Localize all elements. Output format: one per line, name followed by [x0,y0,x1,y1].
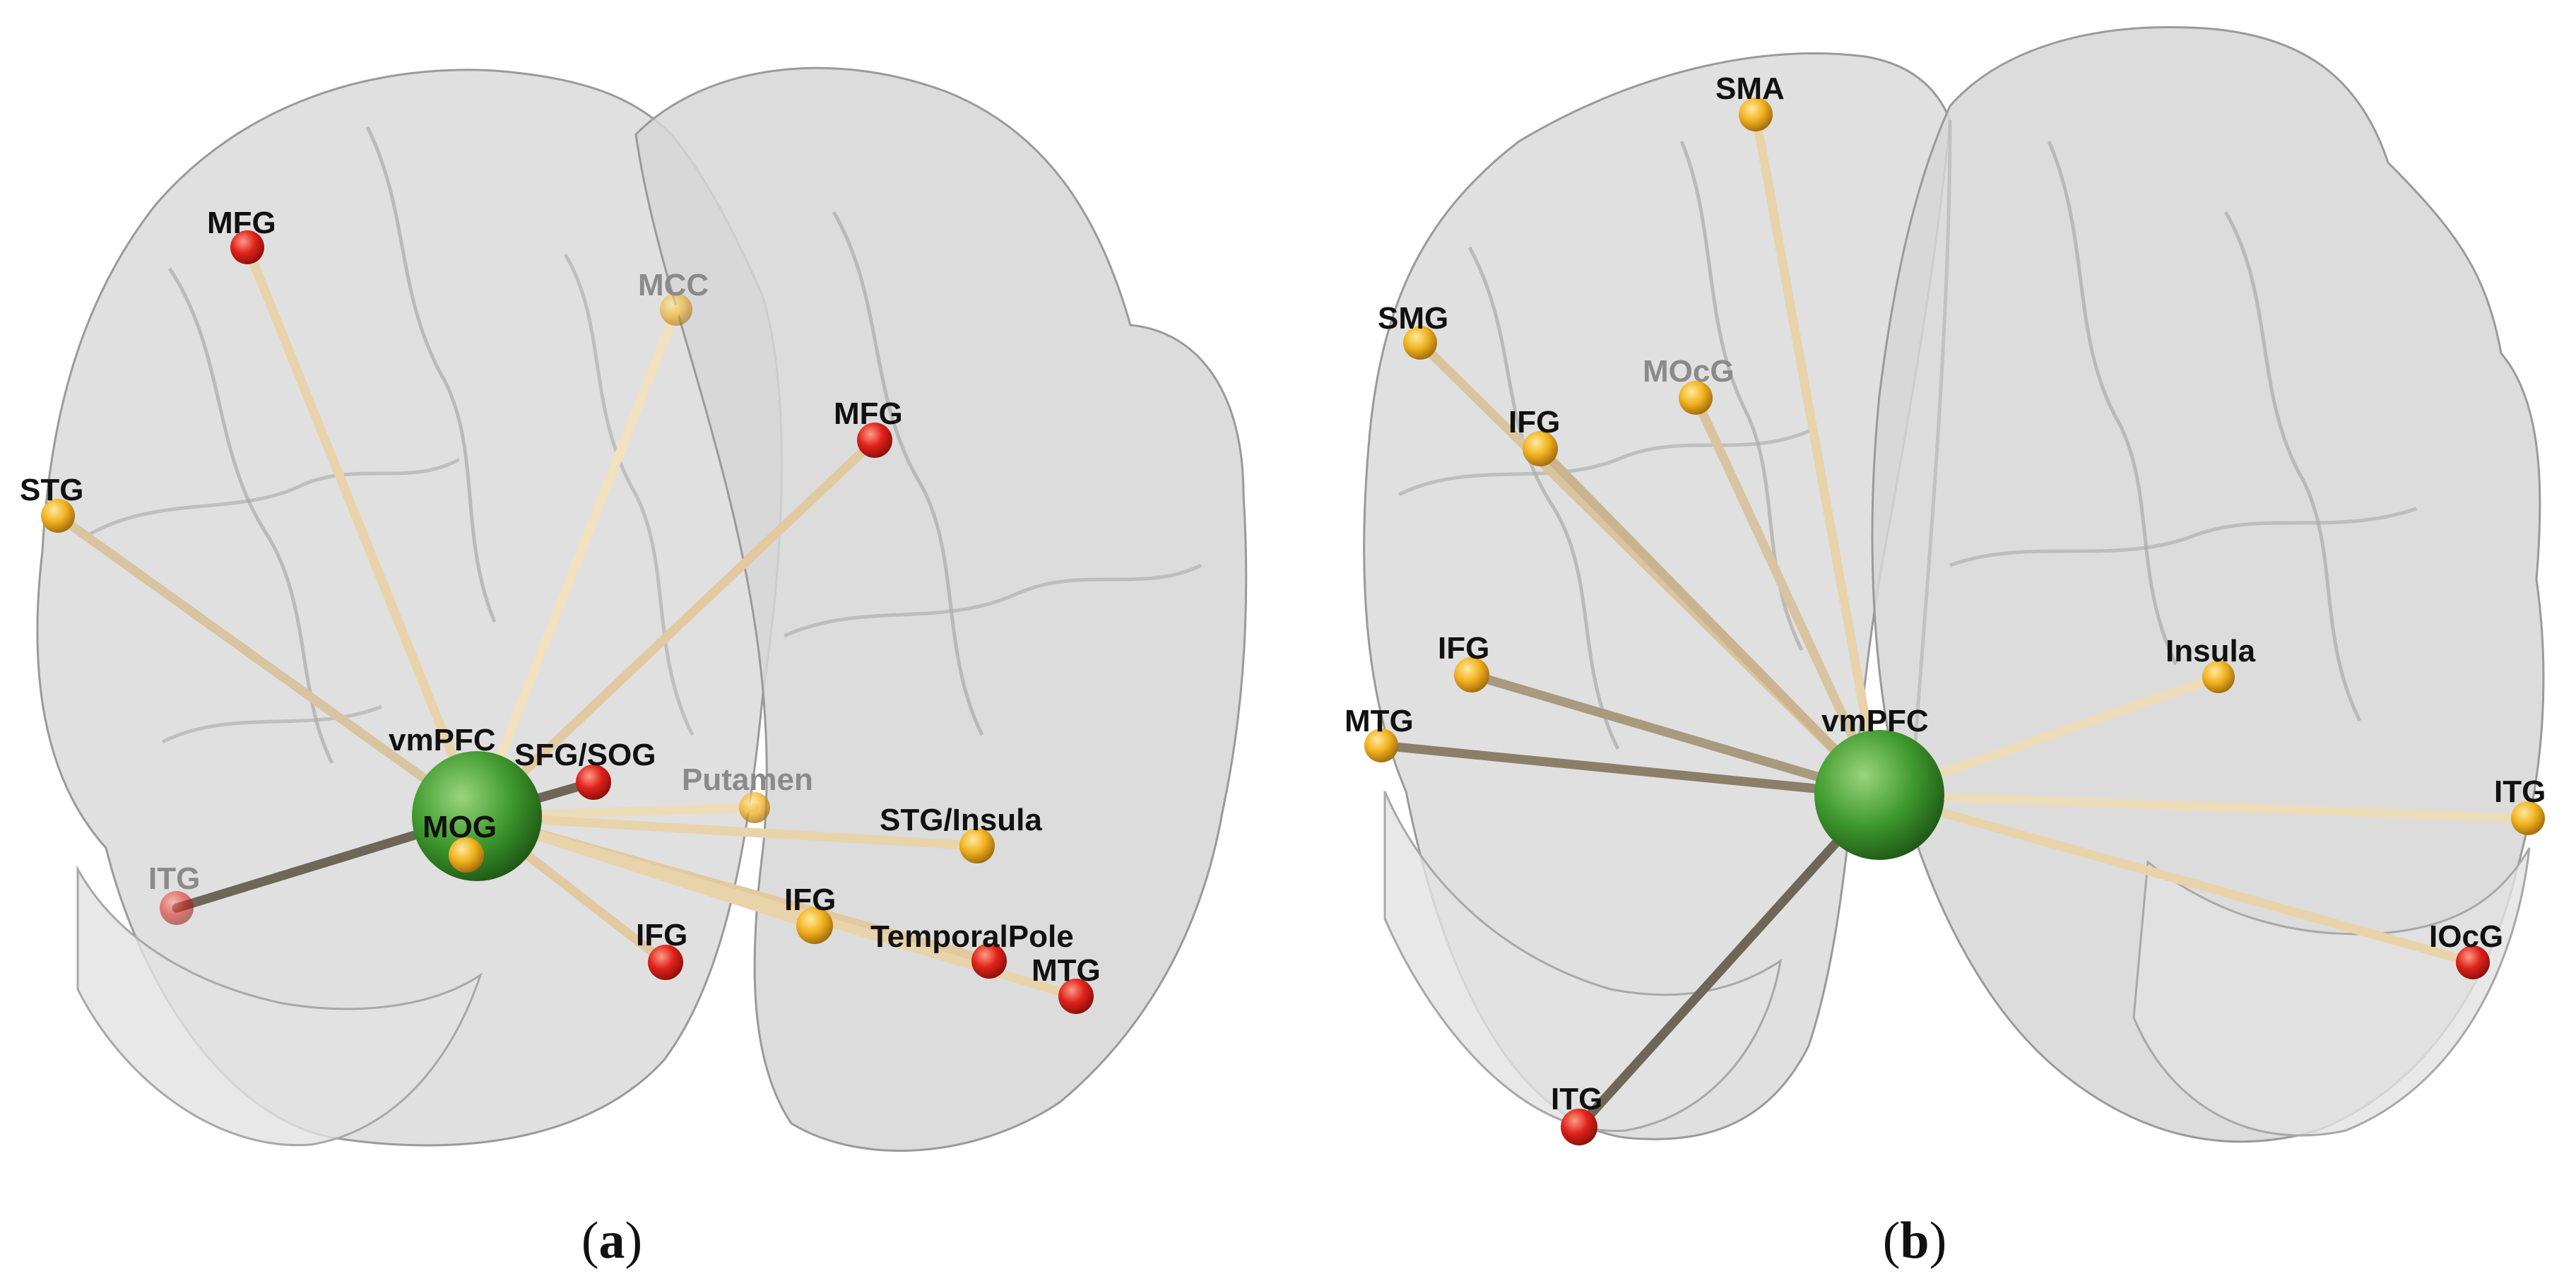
sulcus-b5 [2223,211,2362,722]
caption-a-letter: a [599,1212,625,1270]
edge-b-iocg [1874,790,2478,967]
hub-node-a [412,751,542,881]
sulcus-b6 [1949,507,2417,567]
edge-a-mfg-upper [242,242,482,821]
label-a-mog: MOG [423,810,497,844]
brain-temporal-a [76,865,483,1147]
label-b-iocg: IOcG [2429,919,2503,954]
label-a-stg-insula: STG/Insula [880,803,1042,837]
node-a-stg [41,499,75,533]
sulcus-b1 [1467,246,1620,750]
edge-b-mtg [1376,741,1884,800]
nodes-b [1364,98,2545,1145]
edges-b [1376,110,2533,1132]
label-a-stg: STG [20,473,83,507]
brain-right-lobe-a [634,66,1248,1152]
edge-b-ifg-mid [1467,670,1884,800]
panel-a: vmPFC MFG MCC MFG STG SFG/SOG Putamen ST… [20,66,1248,1270]
hub-label-b: vmPFC [1821,704,1929,738]
label-a-mfg-upper: MFG [207,206,276,240]
label-a-itg: ITG [148,861,200,896]
node-b-itg-lower [1561,1109,1597,1145]
sulcus-b4 [2047,141,2178,666]
brain-outline-a [36,66,1248,1152]
node-b-mtg [1364,728,1398,762]
brain-left-temporal-b [1383,791,1783,1132]
label-a-mtg: MTG [1032,953,1101,988]
sulcus-a2 [365,126,497,623]
caption-b-letter: b [1900,1212,1929,1270]
node-a-putamen [739,792,770,823]
node-a-sfg-sog [576,765,611,800]
label-b-mocg: MOcG [1643,354,1735,389]
sulcus-b3 [1398,429,1810,497]
edge-b-mocg [1691,393,1884,800]
node-a-mfg-upper [230,230,264,264]
label-a-temporalpole: TemporalPole [870,919,1074,954]
label-a-mfg-right: MFG [834,396,903,431]
hub-node-b [1814,730,1944,860]
nodes-a [41,230,1094,1014]
edge-a-mcc [472,305,681,821]
edge-b-sma [1751,110,1884,800]
label-a-putamen: Putamen [682,762,813,797]
hub-label-a: vmPFC [389,723,496,757]
sulcus-a3 [83,457,461,539]
node-b-ifg-mid [1454,657,1489,692]
sulcus-a4 [832,211,984,736]
sulcus-a6 [563,253,695,736]
label-b-smg: SMG [1378,301,1448,336]
node-b-mocg [1679,381,1713,415]
label-a-ifg-mid: IFG [784,883,836,917]
label-b-mtg: MTG [1345,704,1414,738]
node-a-mog [449,837,484,873]
node-b-sma [1739,98,1773,131]
edge-a-stg-insula [472,811,982,851]
node-b-itg-right [2511,801,2545,835]
node-a-stg-insula [959,828,995,863]
node-a-mcc [660,293,692,326]
sulcus-a7 [161,704,382,744]
sulcus-a5 [783,563,1203,638]
node-b-iocg [2456,945,2490,979]
node-a-itg [160,891,194,925]
node-a-mtg [1058,979,1094,1014]
labels-a: vmPFC MFG MCC MFG STG SFG/SOG Putamen ST… [20,206,1101,988]
label-b-itg-right: ITG [2494,774,2546,809]
label-b-itg-lower: ITG [1551,1082,1602,1116]
node-a-ifg-lower [648,945,683,980]
label-b-ifg-upper: IFG [1508,405,1560,440]
caption-b: (b) [1883,1212,1946,1270]
label-b-sma: SMA [1715,71,1785,106]
node-a-ifg-mid [796,907,833,944]
label-a-mcc: MCC [638,268,709,302]
label-b-ifg-mid: IFG [1438,631,1489,666]
caption-a: (a) [581,1212,642,1270]
node-a-temporalpole [971,943,1007,979]
label-a-ifg-lower: IFG [636,918,687,952]
edge-a-stg [53,511,482,821]
panel-b: vmPFC SMA SMG MOcG IFG IFG MTG Insula IT… [1345,25,2546,1270]
edge-a-mfg-right [472,435,880,821]
edge-b-ifg-upper [1535,444,1884,800]
label-a-sfg-sog: SFG/SOG [514,738,656,772]
node-b-ifg-upper [1523,431,1558,466]
brain-right-temporal-b [2132,847,2531,1137]
label-b-insula: Insula [2166,634,2256,668]
labels-b: vmPFC SMA SMG MOcG IFG IFG MTG Insula IT… [1345,71,2546,1116]
sulcus-a1 [167,267,334,765]
brain-outline-b [1363,25,2545,1143]
node-b-smg [1403,326,1437,360]
node-b-insula [2202,661,2235,693]
node-a-mfg-right [857,423,892,458]
edge-b-itg-lower [1574,790,1884,1132]
edge-b-itg-right [1874,790,2533,823]
